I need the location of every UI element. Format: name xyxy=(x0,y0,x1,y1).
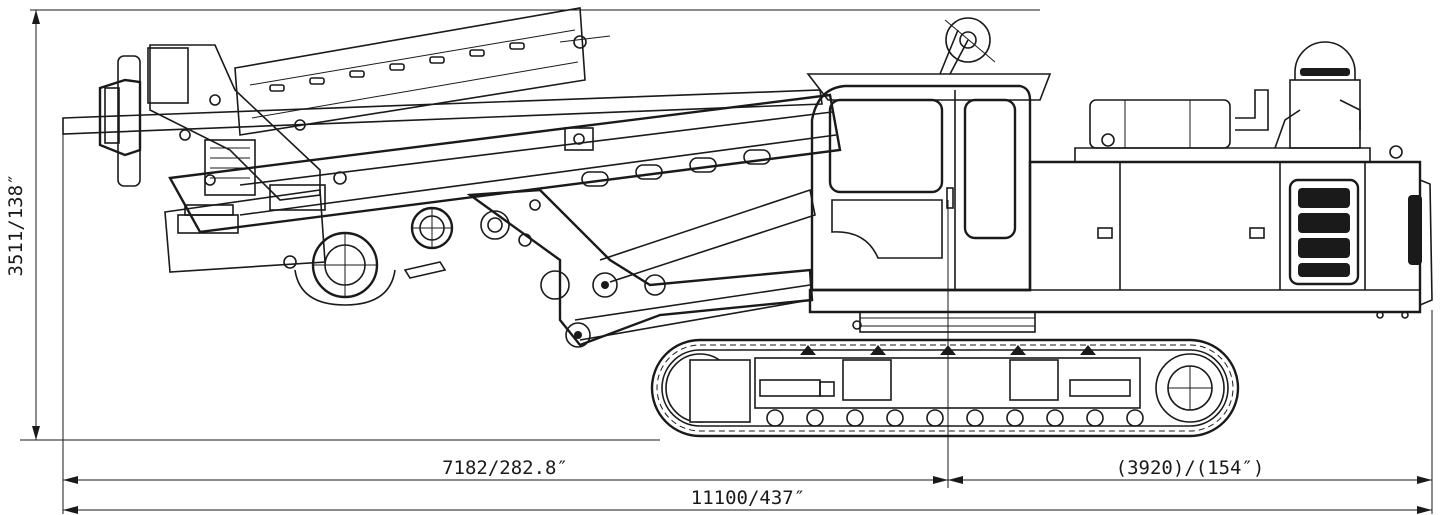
rear-length-label: (3920)/(154″) xyxy=(1116,457,1265,479)
cab-roof-guard xyxy=(806,73,1052,101)
latch-icon xyxy=(1249,227,1265,239)
upper-chassis xyxy=(808,41,1433,314)
latch-icon xyxy=(1097,227,1113,239)
arrow-right-icon xyxy=(1417,506,1432,514)
power-head xyxy=(98,44,541,306)
arrow-left-icon xyxy=(63,476,78,484)
arrow-left-icon xyxy=(63,506,78,514)
arrow-right-icon xyxy=(1417,476,1432,484)
horizontal-dimensions: 7182/282.8″ (3920)/(154″) 11100/437″ xyxy=(62,128,1433,514)
drive-sprocket xyxy=(1155,353,1225,423)
beacon-icon xyxy=(939,17,996,75)
arrow-up-icon xyxy=(32,10,40,24)
boom-arm xyxy=(62,7,842,234)
cab-front-window xyxy=(828,98,944,194)
operator-cab xyxy=(806,17,1052,292)
height-dimension-label: 3511/138″ xyxy=(5,174,27,277)
boom-length-label: 7182/282.8″ xyxy=(442,457,568,479)
arrow-left-icon xyxy=(948,476,963,484)
crawler-track xyxy=(650,338,1240,438)
cab-door-window xyxy=(963,98,1017,240)
engine-grille xyxy=(1288,178,1360,286)
linkage-arm xyxy=(466,188,816,348)
arrow-down-icon xyxy=(32,426,40,440)
overall-length-label: 11100/437″ xyxy=(691,487,805,509)
vertical-dimension: 3511/138″ xyxy=(5,9,1040,441)
muffler xyxy=(1089,99,1231,149)
arrow-right-icon xyxy=(933,476,948,484)
